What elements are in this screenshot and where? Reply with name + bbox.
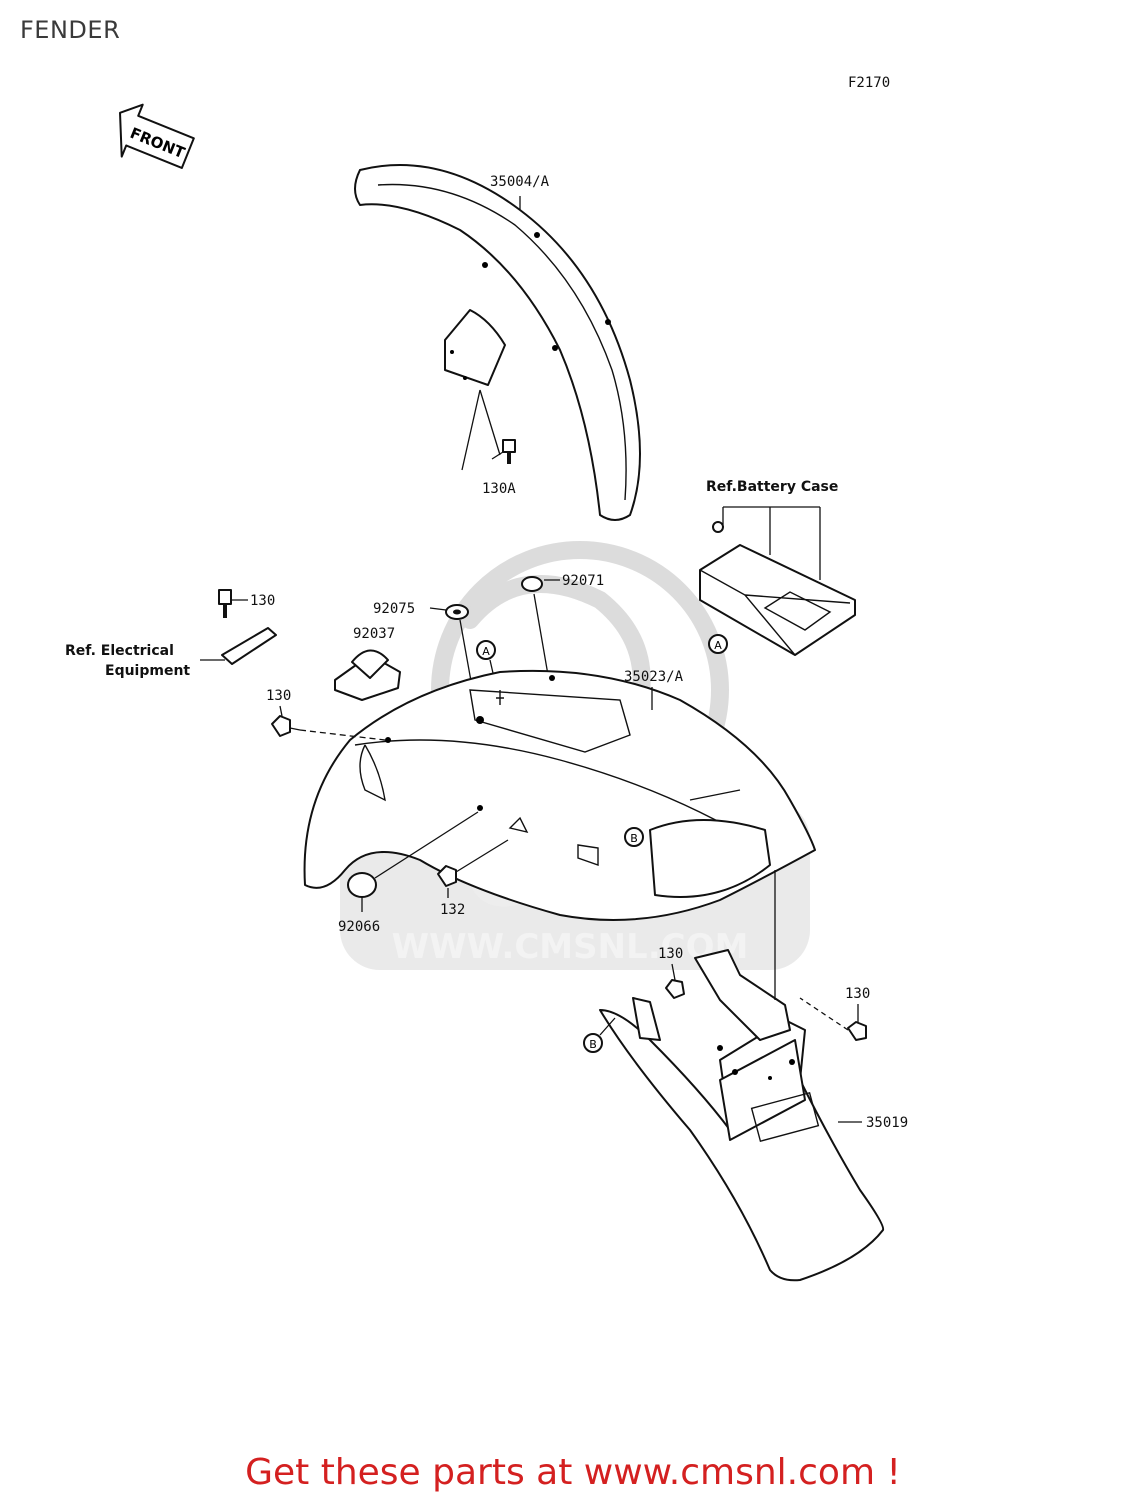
label-front-fender: 35004/A: [490, 174, 550, 190]
label-92075: 92075: [373, 601, 415, 617]
marker-a-battery: A: [708, 634, 728, 654]
marker-b-fender: B: [624, 827, 644, 847]
label-ref-electrical: Ref. Electrical: [65, 643, 174, 659]
grommet-92071[interactable]: [521, 576, 560, 676]
figure-code: F2170: [848, 75, 890, 91]
bolt-130-top-icon[interactable]: [218, 589, 248, 618]
label-130-top: 130: [250, 593, 275, 609]
cap-92066[interactable]: [347, 811, 479, 912]
front-fender[interactable]: [354, 164, 641, 521]
bolt-132-icon[interactable]: [437, 839, 509, 898]
bolt-130-flap-right-icon[interactable]: [799, 997, 867, 1041]
label-130-flap-left: 130: [658, 946, 683, 962]
clamp-92037[interactable]: [334, 649, 401, 701]
rear-flap[interactable]: [599, 870, 885, 1282]
label-130-flap-right: 130: [845, 986, 870, 1002]
label-92037: 92037: [353, 626, 395, 642]
watermark-url: WWW.CMSNL.COM: [392, 927, 749, 967]
electrical-bracket[interactable]: [200, 627, 277, 665]
battery-case[interactable]: [699, 521, 856, 656]
bolt-130a-icon[interactable]: [491, 439, 516, 464]
marker-a-fender: A: [476, 640, 499, 696]
cta-link[interactable]: Get these parts at www.cmsnl.com !: [245, 1452, 901, 1493]
label-rear-flap: 35019: [866, 1115, 908, 1131]
rear-fender[interactable]: [303, 669, 816, 921]
marker-b-flap-label: B: [589, 1038, 597, 1051]
marker-b-fender-label: B: [630, 832, 638, 845]
label-battery-case: Ref.Battery Case: [706, 479, 838, 495]
label-92071: 92071: [562, 573, 604, 589]
label-rear-fender: 35023/A: [624, 669, 684, 685]
label-130a: 130A: [482, 481, 516, 497]
page-title: FENDER: [20, 16, 121, 44]
bolt-130-left-icon[interactable]: [271, 705, 386, 741]
label-92066: 92066: [338, 919, 380, 935]
label-ref-electrical-2: Equipment: [105, 663, 190, 679]
marker-a-fender-label: A: [482, 645, 490, 658]
marker-b-flap: B: [583, 1017, 616, 1053]
marker-a-battery-label: A: [714, 639, 722, 652]
bolt-130-flap-left-icon[interactable]: [665, 963, 685, 999]
label-130-left: 130: [266, 688, 291, 704]
label-132: 132: [440, 902, 465, 918]
front-arrow-icon: FRONT: [119, 103, 195, 169]
